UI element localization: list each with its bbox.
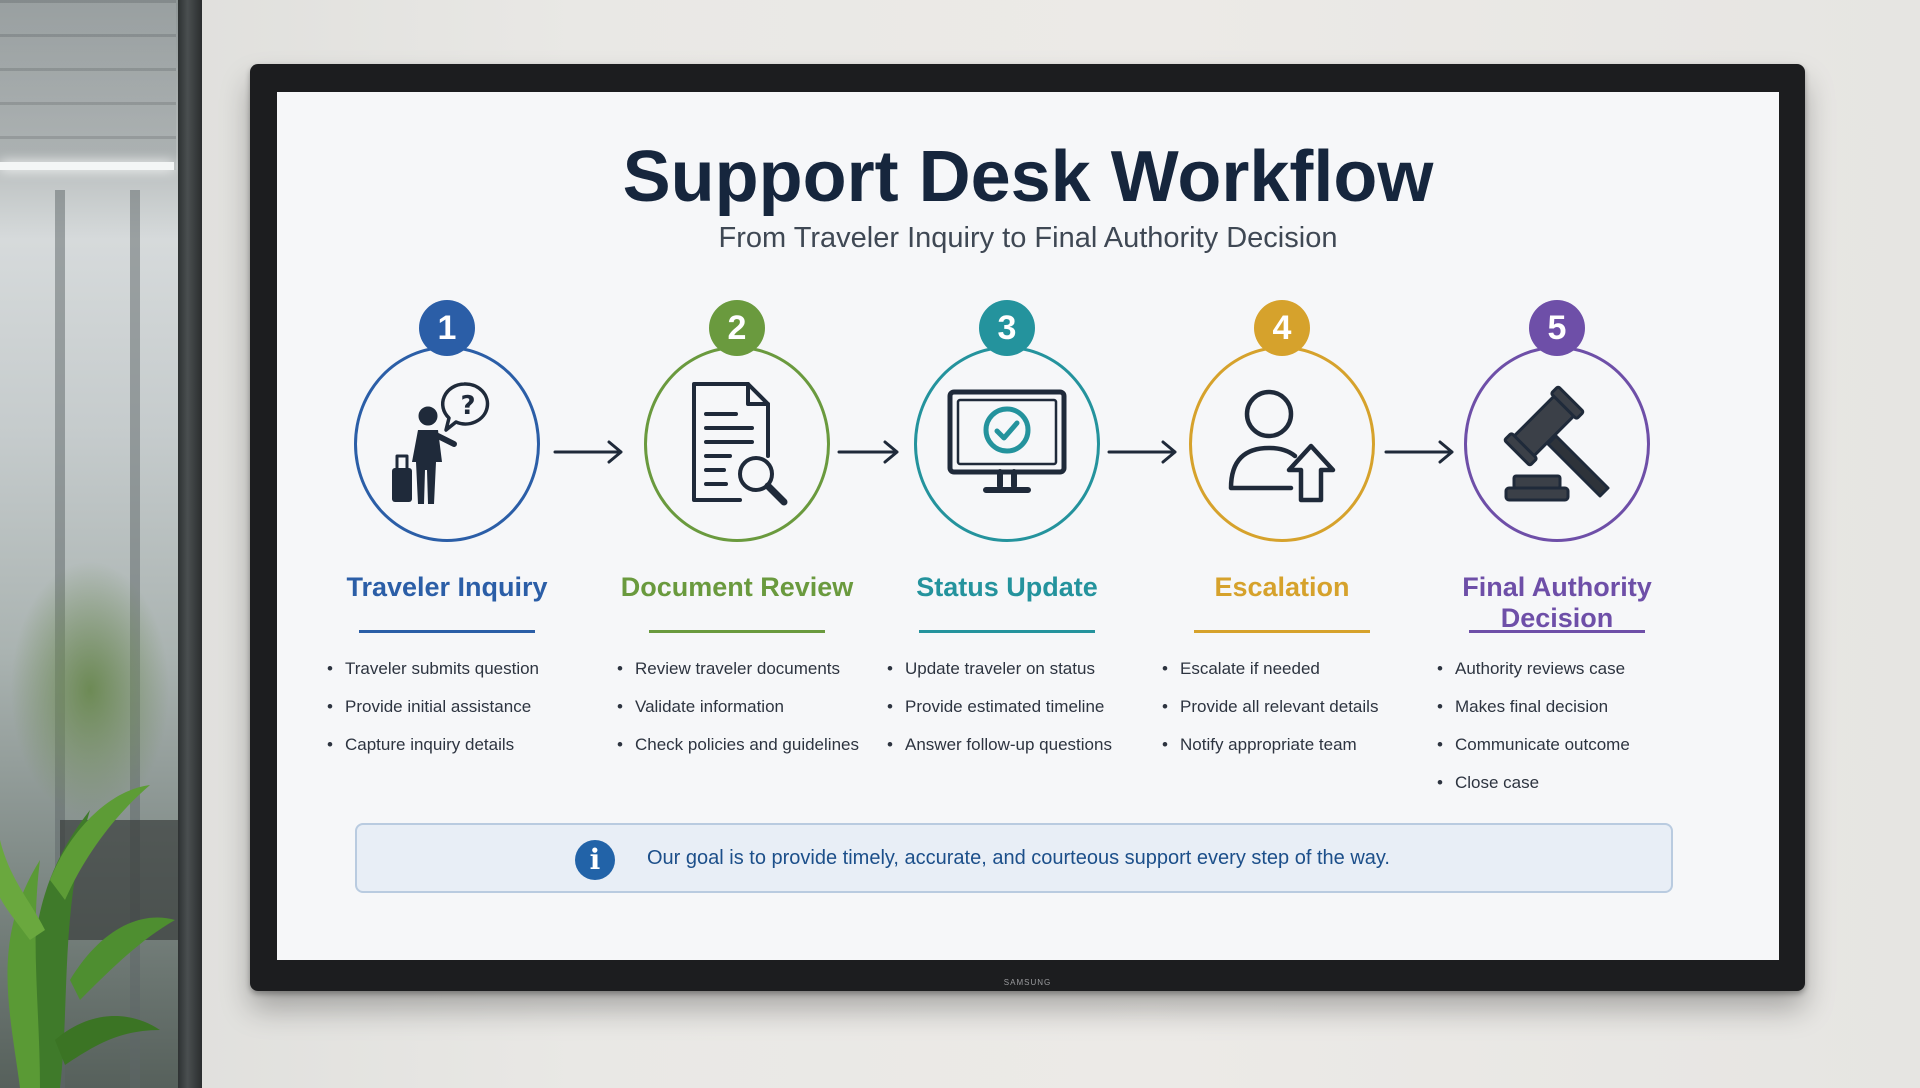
step-number-badge: 5 [1529, 300, 1585, 356]
list-item: Update traveler on status [887, 650, 1167, 688]
info-banner: i Our goal is to provide timely, accurat… [355, 823, 1673, 893]
step-task-list: Update traveler on status Provide estima… [857, 650, 1167, 764]
info-icon: i [575, 840, 615, 880]
plant-icon [0, 785, 175, 1088]
step-number-badge: 2 [709, 300, 765, 356]
list-item: Notify appropriate team [1162, 726, 1442, 764]
step-traveler-inquiry: 1 ? Traveler Inquiry Traveler submits qu… [297, 92, 597, 960]
step-number-badge: 3 [979, 300, 1035, 356]
step-circle [1189, 346, 1375, 542]
monitor-check-icon [947, 389, 1067, 493]
traveler-question-icon: ? [392, 382, 490, 504]
info-banner-text: Our goal is to provide timely, accurate,… [647, 847, 1390, 869]
step-task-list: Traveler submits question Provide initia… [297, 650, 607, 764]
ceiling-light [0, 162, 174, 170]
gavel-icon [1503, 385, 1610, 502]
svg-text:?: ? [460, 391, 475, 421]
ceiling-panels [0, 0, 176, 170]
list-item: Provide all relevant details [1162, 688, 1442, 726]
step-task-list: Review traveler documents Validate infor… [587, 650, 897, 764]
step-underline [359, 630, 535, 633]
list-item: Provide initial assistance [327, 688, 607, 726]
list-item: Review traveler documents [617, 650, 897, 688]
step-underline [919, 630, 1095, 633]
step-label: Document Review [620, 572, 854, 602]
document-search-icon [692, 382, 788, 506]
step-status-update: 3 Status Update Update traveler on statu… [857, 92, 1157, 960]
user-escalate-icon [1228, 389, 1336, 503]
step-number-badge: 1 [419, 300, 475, 356]
flow-arrow-icon [837, 440, 899, 464]
list-item: Escalate if needed [1162, 650, 1442, 688]
step-underline [649, 630, 825, 633]
step-underline [1469, 630, 1645, 633]
step-circle [914, 346, 1100, 542]
flow-arrow-icon [1107, 440, 1177, 464]
window-frame [178, 0, 202, 1088]
step-number-badge: 4 [1254, 300, 1310, 356]
step-escalation: 4 Escalation Escalate if needed Provide … [1132, 92, 1432, 960]
step-document-review: 2 Document Review Review traveler docume… [587, 92, 887, 960]
list-item: Makes final decision [1437, 688, 1717, 726]
list-item: Communicate outcome [1437, 726, 1717, 764]
step-task-list: Escalate if needed Provide all relevant … [1132, 650, 1442, 764]
list-item: Provide estimated timeline [887, 688, 1167, 726]
step-label: Traveler Inquiry [346, 572, 548, 602]
flow-arrow-icon [553, 440, 623, 464]
list-item: Traveler submits question [327, 650, 607, 688]
page-title: Support Desk Workflow [622, 137, 1434, 217]
step-label: Escalation [1214, 572, 1350, 602]
page-subtitle: From Traveler Inquiry to Final Authority… [718, 222, 1338, 254]
step-underline [1194, 630, 1370, 633]
step-label: Status Update [916, 572, 1098, 602]
flow-arrow-icon [1384, 440, 1454, 464]
outdoor-greenery [10, 560, 170, 820]
workflow-screen: Support Desk Workflow From Traveler Inqu… [277, 92, 1779, 960]
list-item: Close case [1437, 764, 1717, 802]
step-final-authority-decision: 5 Final Authority Decision Authority rev… [1407, 92, 1707, 960]
step-label: Final Authority Decision [1462, 572, 1652, 633]
tv-brand-logo: SAMSUNG [1003, 978, 1052, 987]
list-item: Validate information [617, 688, 897, 726]
list-item: Check policies and guidelines [617, 726, 897, 764]
list-item: Authority reviews case [1437, 650, 1717, 688]
list-item: Capture inquiry details [327, 726, 607, 764]
list-item: Answer follow-up questions [887, 726, 1167, 764]
step-task-list: Authority reviews case Makes final decis… [1407, 650, 1717, 802]
step-circle [354, 346, 540, 542]
